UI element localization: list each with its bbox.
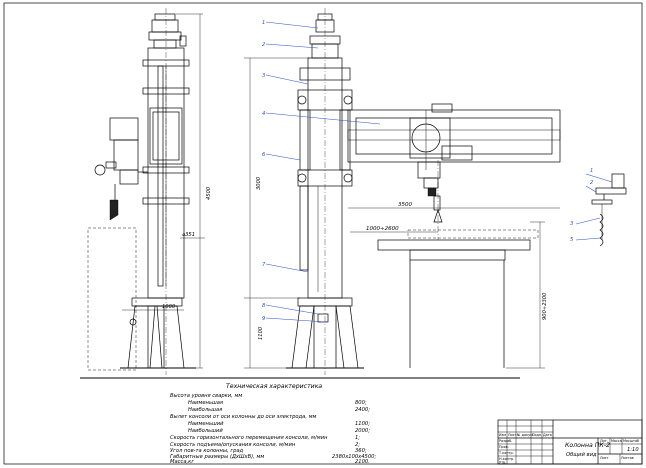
tb-label-scale: Масштаб [623,439,639,443]
tb-label-ncontrol: Н.контр. [499,457,514,461]
leader-1: 1 [262,20,265,26]
spec-row-label: Габаритные размеры (ДхШхВ), мм [170,454,264,460]
front-view: 3500 1000÷2600 3000 1100 900÷2300 1 2 3 … [80,8,561,379]
spec-row-label: Скорость горизонтального перемещения кон… [170,435,328,441]
spec-row-label: Наименьший [188,421,224,427]
worktable [377,239,531,251]
spec-row-label: Наибольший [188,428,223,434]
tb-label-izm: Изм [499,433,506,437]
tb-label-sheet: Лист [600,456,609,460]
side-view: 4500 1000 ⌀351 [87,8,212,375]
leader-6: 6 [262,152,266,158]
spec-row-value: 1100; [355,421,370,427]
dim-base-height: 1100 [258,326,264,340]
tb-scale-value: 1:10 [627,447,639,453]
spec-row-value: 2400; [355,407,370,413]
spec-row-value: 800; [355,400,367,406]
detail-view: 1 2 3 5 [570,168,627,247]
spec-row-label: Высота уровня сварки, мм [170,393,242,399]
spec-row-label: Наибольшая [188,407,222,413]
leader-9: 9 [262,316,265,322]
specs-title: Техническая характеристика [226,383,322,390]
dim-travel-range: 1000÷2600 [366,226,399,232]
detail-motor [611,173,625,189]
dim-base-left: 1000 [162,304,176,310]
spec-row-label: Наименьшая [188,400,223,406]
tb-label-lit: Лит. [600,439,608,443]
title-block: Изм Лист № докум. Подп. Дата Разраб. Про… [497,419,643,465]
tb-drawing-subtitle: Общий вид [566,452,597,458]
spec-row-value: 360; [355,448,367,454]
detail-leader-1: 1 [590,168,593,174]
dim-height-total: 4500 [206,186,212,200]
tb-label-developed: Разраб. [499,439,512,443]
leader-4: 4 [262,111,265,117]
leader-8: 8 [262,303,266,309]
tb-label-approved: Утв. [499,461,506,465]
leader-7: 7 [262,262,266,268]
side-motor [109,117,139,141]
tb-label-doc: № докум. [517,433,534,437]
tb-label-mass: Масса [611,439,622,443]
detail-leader-5: 5 [570,237,574,243]
sheet-frame [3,2,643,465]
dim-worktable-height: 900÷2300 [542,292,548,320]
tb-label-date: Дата [543,433,552,437]
spec-row-label: Вылет консоли от оси колонны до оси элек… [170,414,317,420]
side-view-hidden-outline [87,227,137,371]
detail-leader-2: 2 [590,180,593,186]
tb-label-sign: Подп. [532,433,542,437]
specs-rows: Высота уровня сварки, мм Наименьшая 800;… [170,393,376,465]
tb-label-checked: Пров. [499,445,509,449]
leader-3: 3 [262,73,265,79]
side-top-cap [154,13,176,21]
detail-leader-3: 3 [570,221,573,227]
spec-row-value: 2; [355,442,360,448]
spec-row-value: 2000; [355,428,370,434]
tb-label-list: Лист [508,433,517,437]
dim-reach: 3500 [398,202,412,208]
spec-row-value: 2100. [355,459,370,465]
spec-row-value: 1; [355,435,360,441]
tb-label-sheets: Листов [621,456,634,460]
leader-2: 2 [262,42,265,48]
spec-row-label: Масса,кг [170,459,194,465]
dim-diameter: ⌀351 [182,232,195,238]
console-carriage [409,117,451,159]
spec-row-value: 2380х100х4500; [332,454,376,460]
specifications: Техническая характеристика Высота уровня… [170,383,376,465]
tb-drawing-name: Колонна ПК-2 [565,442,610,449]
tb-label-tcontrol: Т.контр. [498,451,514,455]
welding-head [417,161,441,179]
dim-column-height: 3000 [256,176,262,190]
spec-row-label: Скорость подъема/опускания консоли, м/ми… [170,442,296,448]
spec-row-label: Угол пов-та колонны, град [170,448,244,454]
